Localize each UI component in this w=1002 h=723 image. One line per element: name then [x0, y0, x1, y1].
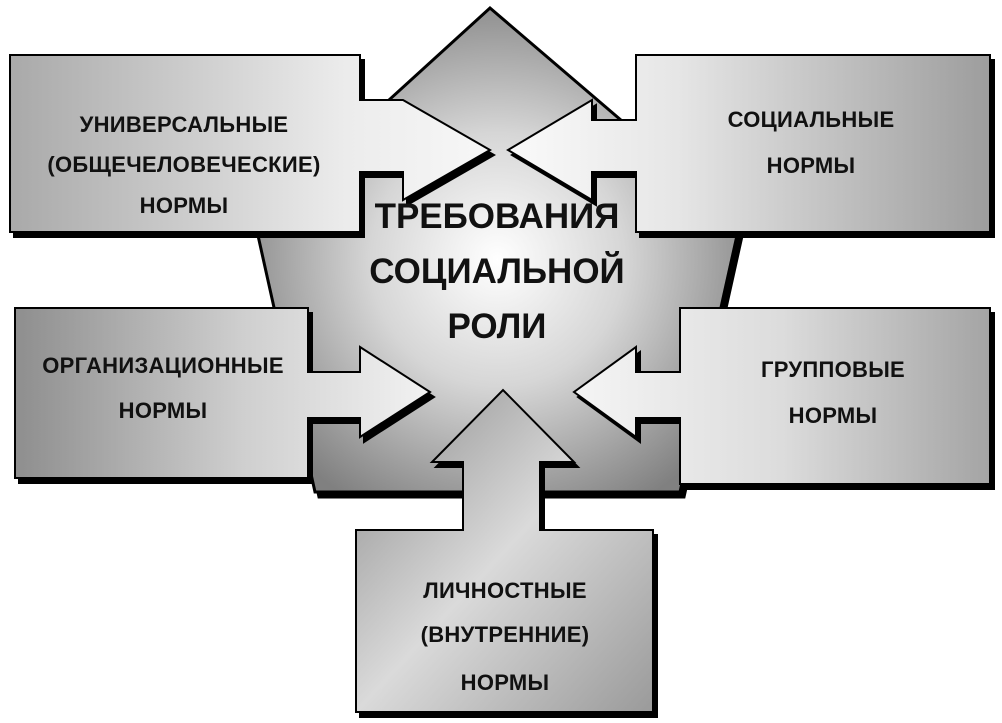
center-title-line-3: РОЛИ: [448, 307, 547, 346]
organizational-norms-line-2: НОРМЫ: [119, 398, 208, 423]
group-norms-line-2: НОРМЫ: [789, 403, 878, 428]
personal-norms-line-3: НОРМЫ: [461, 670, 550, 695]
group-norms-label: ГРУППОВЫЕ НОРМЫ: [761, 357, 905, 428]
personal-norms-line-2: (ВНУТРЕННИЕ): [421, 622, 590, 647]
organizational-norms-label: ОРГАНИЗАЦИОННЫЕ НОРМЫ: [42, 353, 284, 423]
personal-norms-label: ЛИЧНОСТНЫЕ (ВНУТРЕННИЕ) НОРМЫ: [421, 578, 590, 695]
social-norms-line-2: НОРМЫ: [767, 153, 856, 178]
group-norms-line-1: ГРУППОВЫЕ: [761, 357, 905, 382]
center-title-line-2: СОЦИАЛЬНОЙ: [369, 251, 624, 291]
personal-norms-line-1: ЛИЧНОСТНЫЕ: [423, 578, 587, 603]
universal-norms-line-2: (ОБЩЕЧЕЛОВЕЧЕСКИЕ): [47, 152, 320, 177]
social-norms-line-1: СОЦИАЛЬНЫЕ: [728, 107, 895, 132]
universal-norms-label: УНИВЕРСАЛЬНЫЕ (ОБЩЕЧЕЛОВЕЧЕСКИЕ) НОРМЫ: [47, 112, 320, 218]
center-title-line-1: ТРЕБОВАНИЯ: [375, 197, 620, 236]
arrow-group: [572, 307, 991, 485]
social-norms-label: СОЦИАЛЬНЫЕ НОРМЫ: [728, 107, 895, 178]
arrow-personal: [355, 388, 654, 713]
arrow-social: [506, 54, 991, 233]
arrow-organizational: [14, 307, 432, 479]
organizational-norms-line-1: ОРГАНИЗАЦИОННЫЕ: [42, 353, 284, 378]
center-title: ТРЕБОВАНИЯ СОЦИАЛЬНОЙ РОЛИ: [369, 197, 624, 346]
universal-norms-line-1: УНИВЕРСАЛЬНЫЕ: [80, 112, 289, 137]
arrow-universal: [9, 54, 493, 233]
universal-norms-line-3: НОРМЫ: [140, 193, 229, 218]
